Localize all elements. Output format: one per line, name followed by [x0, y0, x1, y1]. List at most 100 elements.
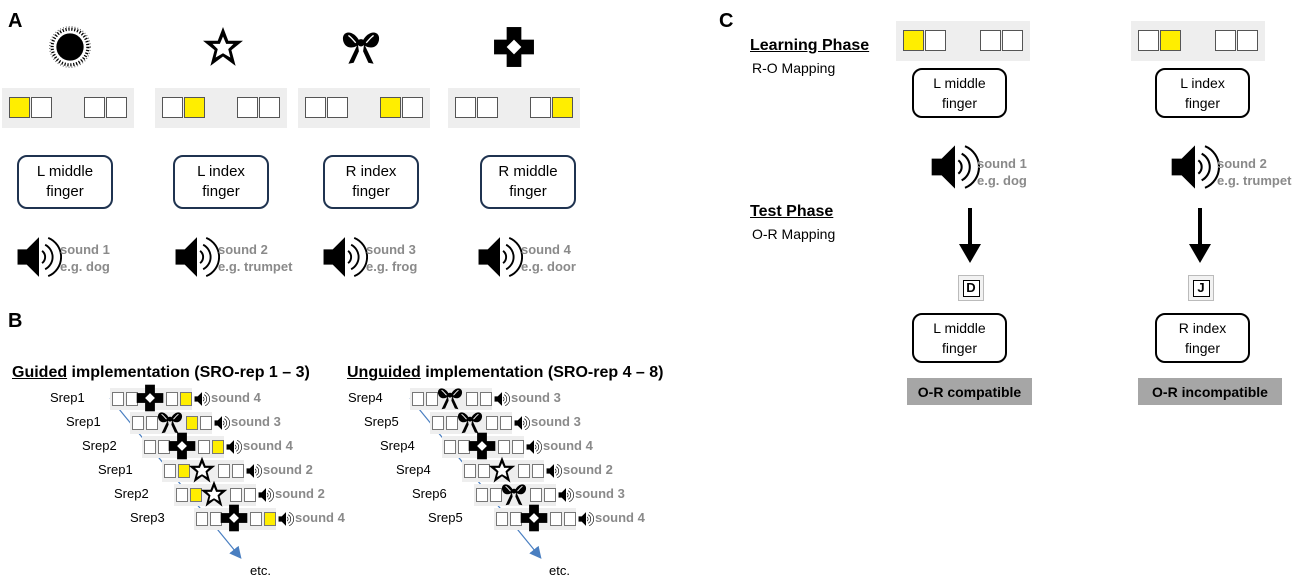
trial-sound-label: sound 2 — [563, 462, 613, 477]
response-key-left: D — [958, 275, 984, 301]
trial-label: Srep5 — [428, 510, 463, 525]
trial-key-3 — [230, 488, 242, 502]
sound-label-right: sound 2 e.g. trumpet — [1217, 156, 1292, 188]
c-left-key-panel — [896, 21, 1030, 61]
a-col4-key-2 — [477, 97, 498, 118]
trial-key-4 — [500, 416, 512, 430]
finger-label-1: L middle finger — [17, 155, 113, 209]
trial-key-1 — [496, 512, 508, 526]
trial-key-3 — [486, 416, 498, 430]
trial-key-2 — [426, 392, 438, 406]
speaker-icon — [558, 487, 574, 503]
a-col2-key-2 — [184, 97, 205, 118]
unguided-etc: etc. — [549, 563, 570, 578]
trial-key-1 — [464, 464, 476, 478]
compatibility-badge-left: O-R compatible — [907, 378, 1032, 405]
sound-label-4: sound 4 e.g. door — [521, 242, 576, 274]
a-col3-key-4 — [402, 97, 423, 118]
c-right-key-3 — [1215, 30, 1236, 51]
trial-key-1 — [164, 464, 176, 478]
trial-key-1 — [476, 488, 488, 502]
trial-key-1 — [412, 392, 424, 406]
trial-key-3 — [498, 440, 510, 454]
trial-label: Srep3 — [130, 510, 165, 525]
trial-key-panel — [474, 484, 556, 506]
a-col4-key-panel — [448, 88, 580, 128]
finger-label-2: L index finger — [173, 155, 269, 209]
trial-key-1 — [444, 440, 456, 454]
a-col2-key-1 — [162, 97, 183, 118]
trial-label: Srep1 — [98, 462, 133, 477]
c-right-key-panel — [1131, 21, 1265, 61]
panel-a-label: A — [8, 10, 23, 32]
trial-key-1 — [112, 392, 124, 406]
trial-label: Srep2 — [114, 486, 149, 501]
sound-label-3: sound 3 e.g. frog — [366, 242, 418, 274]
trial-key-panel — [430, 412, 512, 434]
trial-key-3 — [550, 512, 562, 526]
trial-label: Srep1 — [50, 390, 85, 405]
speaker-icon — [258, 487, 274, 503]
trial-key-3 — [466, 392, 478, 406]
trial-key-2 — [490, 488, 502, 502]
trial-label: Srep4 — [396, 462, 431, 477]
trial-key-2 — [190, 488, 202, 502]
a-col1-key-4 — [106, 97, 127, 118]
speaker-icon — [1170, 137, 1220, 197]
trial-key-2 — [478, 464, 490, 478]
response-finger-left: L middle finger — [912, 313, 1007, 363]
response-finger-right: R index finger — [1155, 313, 1250, 363]
response-key-letter: J — [1192, 279, 1210, 297]
speaker-icon — [514, 415, 530, 431]
trial-key-1 — [144, 440, 156, 454]
speaker-icon — [578, 511, 594, 527]
trial-key-4 — [480, 392, 492, 406]
trial-key-4 — [232, 464, 244, 478]
c-right-key-1 — [1138, 30, 1159, 51]
a-col3-key-1 — [305, 97, 326, 118]
finger-label-4: R middle finger — [480, 155, 576, 209]
a-col1-key-3 — [84, 97, 105, 118]
trial-sound-label: sound 2 — [275, 486, 325, 501]
trial-sound-label: sound 4 — [295, 510, 345, 525]
a-col3-key-3 — [380, 97, 401, 118]
trial-key-panel — [410, 388, 492, 410]
trial-key-4 — [200, 416, 212, 430]
trial-label: Srep5 — [364, 414, 399, 429]
a-col2-key-4 — [259, 97, 280, 118]
trial-key-1 — [132, 416, 144, 430]
c-right-key-4 — [1237, 30, 1258, 51]
speaker-icon — [546, 463, 562, 479]
trial-key-panel — [130, 412, 212, 434]
guided-etc: etc. — [250, 563, 271, 578]
c-left-key-2 — [925, 30, 946, 51]
trial-key-4 — [544, 488, 556, 502]
trial-key-panel — [110, 388, 192, 410]
learning-phase-subtitle: R-O Mapping — [752, 60, 836, 76]
response-key-right: J — [1188, 275, 1214, 301]
trial-key-4 — [212, 440, 224, 454]
trial-key-4 — [512, 440, 524, 454]
trial-key-2 — [446, 416, 458, 430]
sound-label-1: sound 1 e.g. dog — [60, 242, 110, 274]
trial-key-4 — [564, 512, 576, 526]
trial-key-1 — [196, 512, 208, 526]
cross-icon — [520, 504, 548, 532]
a-col3-key-2 — [327, 97, 348, 118]
trial-key-3 — [166, 392, 178, 406]
speaker-icon — [494, 391, 510, 407]
c-left-key-1 — [903, 30, 924, 51]
speaker-icon — [194, 391, 210, 407]
trial-key-2 — [146, 416, 158, 430]
trial-label: Srep2 — [82, 438, 117, 453]
a-col2-key-3 — [237, 97, 258, 118]
trial-key-1 — [432, 416, 444, 430]
trial-label: Srep4 — [380, 438, 415, 453]
trial-key-4 — [244, 488, 256, 502]
speaker-icon — [214, 415, 230, 431]
a-col1-key-1 — [9, 97, 30, 118]
trial-sound-label: sound 2 — [263, 462, 313, 477]
sound-label-2: sound 2 e.g. trumpet — [218, 242, 293, 274]
trial-key-3 — [250, 512, 262, 526]
trial-sound-label: sound 4 — [243, 438, 293, 453]
